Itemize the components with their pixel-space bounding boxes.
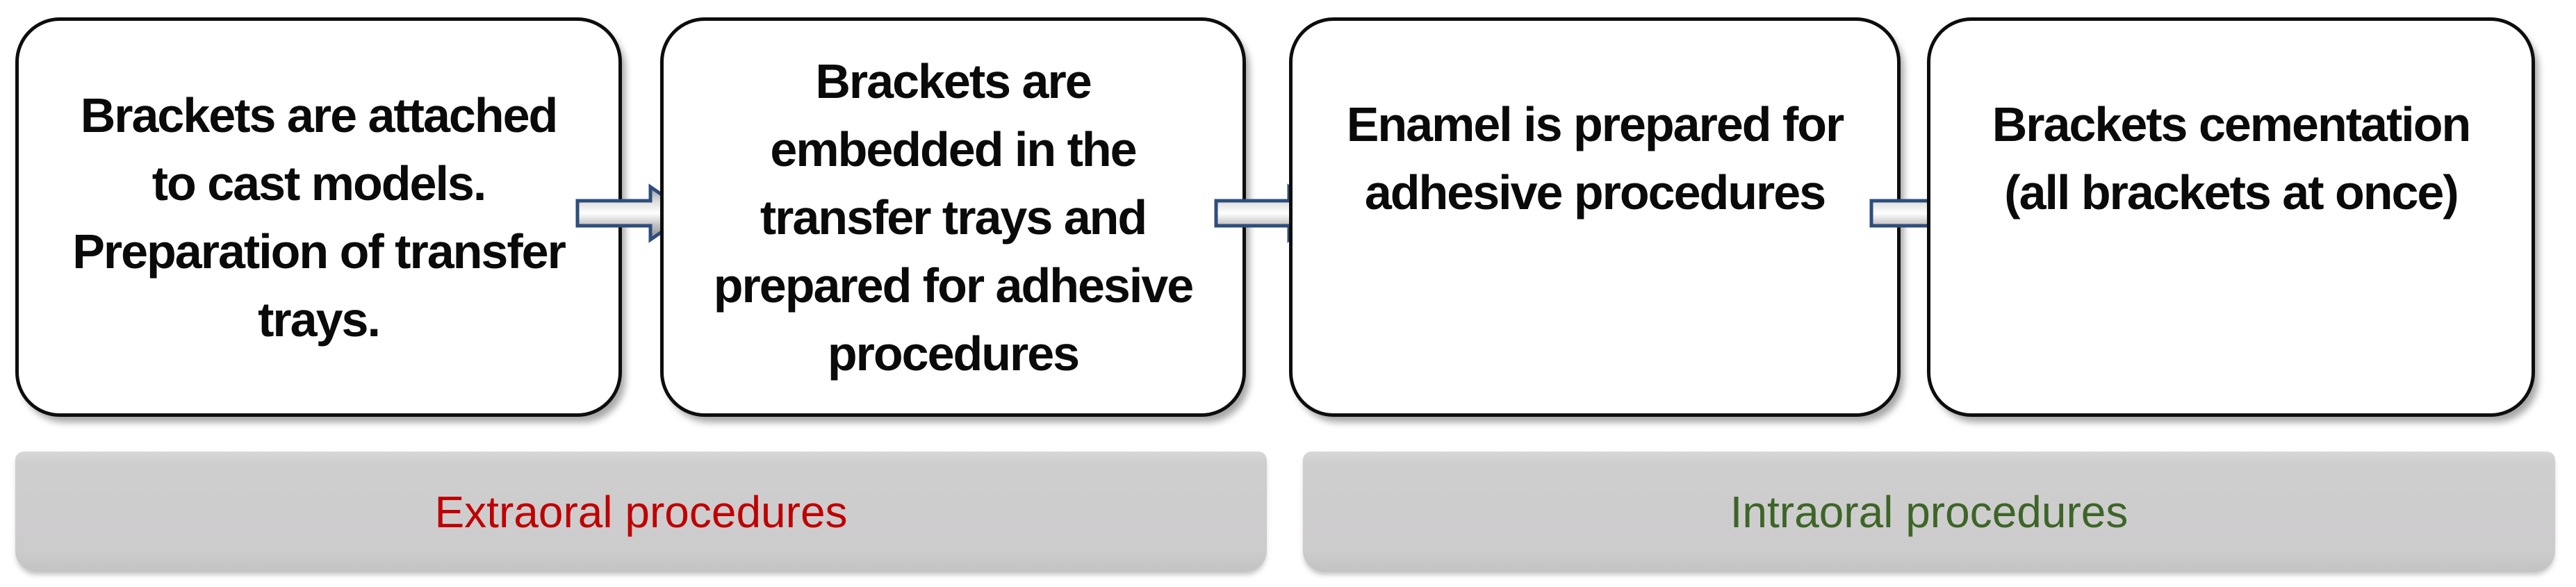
intraoral-procedures-band: Intraoral procedures (1303, 452, 2555, 572)
text-line: Brackets are (815, 53, 1092, 108)
flow-step-3: Enamel is prepared for adhesive procedur… (1289, 17, 1901, 417)
text-line: Enamel is prepared for (1346, 97, 1845, 151)
text-line: embedded in the (770, 122, 1137, 176)
flow-step-1-text: Brackets are attached to cast models. Pr… (19, 81, 618, 354)
text-line: procedures (827, 326, 1080, 381)
flow-step-4-text: Brackets cementation (all brackets at on… (1930, 90, 2532, 226)
flow-step-1: Brackets are attached to cast models. Pr… (15, 17, 622, 417)
flow-step-4: Brackets cementation (all brackets at on… (1927, 17, 2535, 417)
text-line: to cast models. (151, 156, 487, 210)
intraoral-procedures-label: Intraoral procedures (1730, 486, 2128, 537)
extraoral-procedures-band: Extraoral procedures (15, 452, 1267, 572)
text-line: Brackets cementation (1992, 97, 2472, 151)
text-line: trays. (258, 292, 381, 347)
text-line: adhesive procedures (1364, 165, 1826, 220)
text-line: prepared for adhesive (713, 258, 1194, 313)
flow-step-2: Brackets are embedded in the transfer tr… (660, 17, 1246, 417)
text-line: transfer trays and (760, 190, 1147, 245)
text-line: Brackets are attached (80, 88, 559, 142)
extraoral-procedures-label: Extraoral procedures (434, 486, 848, 537)
flow-step-3-text: Enamel is prepared for adhesive procedur… (1293, 90, 1897, 226)
text-line: Preparation of transfer (72, 224, 566, 279)
text-line: (all brackets at once) (2004, 165, 2459, 220)
flow-step-2-text: Brackets are embedded in the transfer tr… (664, 47, 1242, 388)
